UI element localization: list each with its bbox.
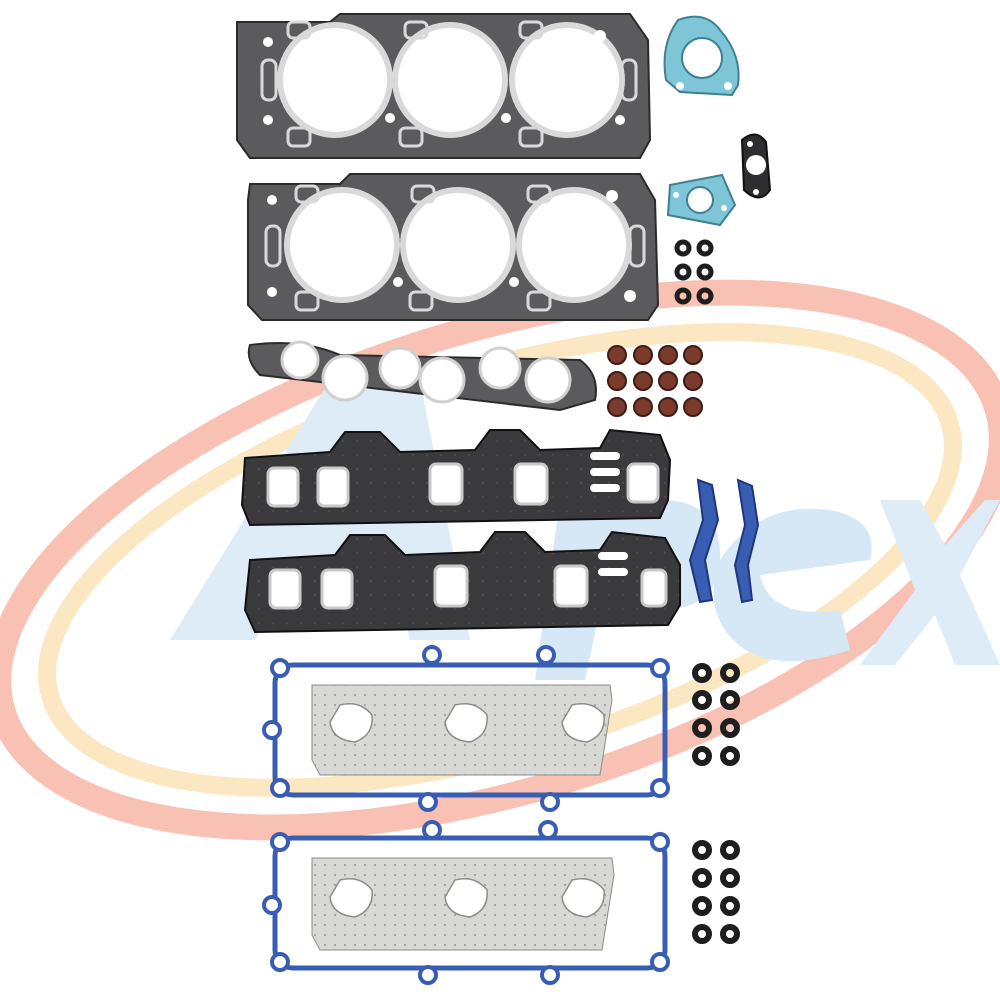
plenum-gasket: [247, 340, 597, 412]
watermark-swoosh-outer: [0, 279, 1000, 841]
egr-gasket: [740, 133, 772, 199]
grommets-lower: [692, 840, 740, 944]
intake-gasket-lower: [243, 530, 681, 634]
grommets-upper: [674, 239, 714, 305]
valve-cover-gasket-lower: [262, 820, 670, 985]
timing-cover-seals: [688, 478, 760, 604]
valve-stem-seals: [607, 345, 703, 417]
watermark-letter-x: [860, 500, 1000, 665]
head-gasket-top: [236, 13, 652, 159]
intake-gasket-upper: [240, 428, 672, 527]
head-gasket-bottom: [247, 173, 660, 321]
grommets-middle: [692, 663, 740, 766]
thermostat-gasket-small: [666, 173, 737, 227]
valve-cover-gasket-upper: [262, 645, 670, 812]
thermostat-gasket-large: [663, 15, 740, 97]
